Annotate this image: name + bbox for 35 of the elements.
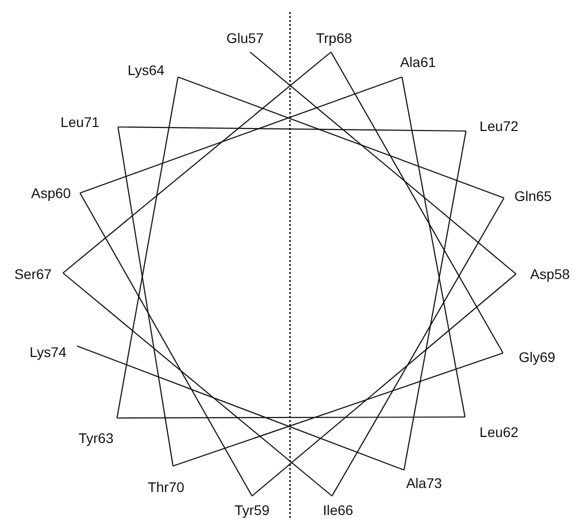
connector-line bbox=[332, 198, 504, 496]
connector-line bbox=[117, 416, 465, 419]
residue-label: Lys74 bbox=[30, 345, 66, 359]
residue-label: Lys64 bbox=[128, 63, 164, 77]
residue-label: Tyr59 bbox=[234, 503, 270, 517]
residue-label: Thr70 bbox=[148, 480, 184, 494]
connector-line bbox=[62, 52, 332, 274]
connector-line bbox=[80, 76, 402, 194]
residue-label: Leu72 bbox=[480, 119, 518, 133]
connector-line bbox=[116, 76, 179, 418]
residue-label: Gln65 bbox=[514, 189, 552, 203]
connector-line bbox=[401, 76, 466, 418]
residue-label: Asp60 bbox=[31, 186, 71, 200]
connector-line bbox=[80, 192, 252, 496]
connector-line bbox=[62, 272, 332, 496]
connector-line bbox=[76, 345, 404, 471]
connector-line bbox=[178, 76, 504, 199]
residue-label: Ile66 bbox=[322, 503, 354, 517]
connector-line bbox=[403, 130, 467, 470]
residue-label: Leu71 bbox=[60, 115, 100, 129]
residue-label: Gly69 bbox=[518, 350, 556, 364]
connector-line bbox=[252, 274, 516, 496]
connector-line bbox=[330, 52, 504, 354]
residue-label: Ala61 bbox=[400, 55, 436, 69]
connector-line bbox=[117, 126, 174, 466]
residue-label: Tyr63 bbox=[78, 431, 114, 445]
connector-line bbox=[172, 352, 504, 467]
connector-line bbox=[118, 126, 466, 132]
residue-label: Ala73 bbox=[406, 476, 442, 490]
residue-label: Ser67 bbox=[14, 267, 52, 281]
residue-label: Asp58 bbox=[530, 267, 570, 281]
residue-label: Glu57 bbox=[226, 31, 264, 45]
residue-label: Trp68 bbox=[316, 31, 352, 45]
residue-label: Leu62 bbox=[480, 425, 518, 439]
connector-line bbox=[250, 52, 516, 274]
